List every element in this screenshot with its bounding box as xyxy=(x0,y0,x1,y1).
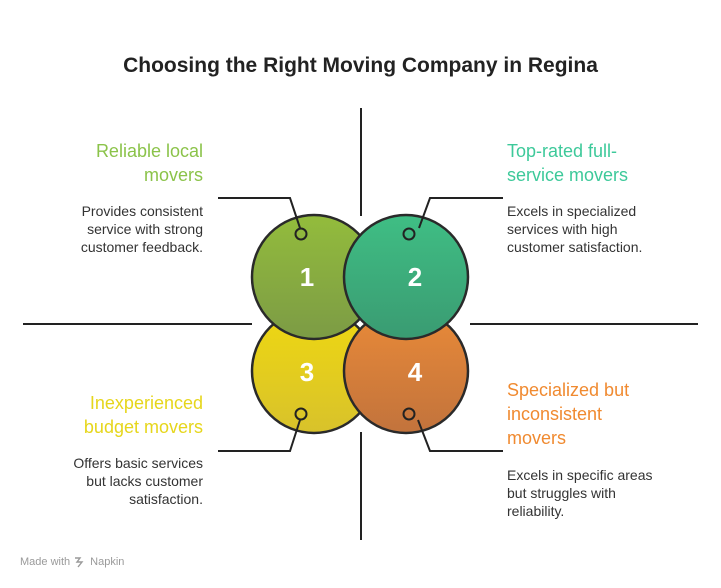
quadrant-1-desc-line: Provides consistent xyxy=(81,203,203,219)
quadrant-4-description: Excels in specific areas but struggles w… xyxy=(507,466,707,520)
napkin-brand-text: Napkin xyxy=(90,556,125,568)
quadrant-4-title: Specialized but inconsistent movers xyxy=(507,378,707,450)
quadrant-2-title: Top-rated full- service movers xyxy=(507,139,707,187)
napkin-logo-icon xyxy=(75,557,84,568)
quadrant-2-title-line: service movers xyxy=(507,165,629,185)
circle-3-number: 3 xyxy=(300,357,314,387)
quadrant-1-title: Reliable local movers xyxy=(3,139,203,187)
page-title: Choosing the Right Moving Company in Reg… xyxy=(123,54,598,77)
quadrant-4-title-line: movers xyxy=(507,428,567,448)
quadrant-1-title-line: movers xyxy=(143,165,203,185)
circle-4-number: 4 xyxy=(408,357,423,387)
quadrant-4-desc-line: but struggles with xyxy=(507,485,616,501)
connector-2-dot xyxy=(402,227,416,241)
quadrant-3-desc-line: Offers basic services xyxy=(73,455,203,471)
quadrant-1-description: Provides consistent service with strong … xyxy=(3,202,203,256)
quadrant-2-description: Excels in specialized services with high… xyxy=(507,202,707,256)
quadrant-3-description: Offers basic services but lacks customer… xyxy=(3,454,203,508)
connector-1 xyxy=(218,197,301,229)
quadrant-2-desc-line: Excels in specialized xyxy=(507,203,637,219)
quadrant-1-title-line: Reliable local xyxy=(95,141,203,161)
quadrant-3-desc-line: but lacks customer xyxy=(86,473,203,489)
connector-3 xyxy=(218,419,301,452)
made-with-text: Made with xyxy=(20,556,71,568)
quadrant-3-title: Inexperienced budget movers xyxy=(3,391,203,439)
quadrant-2-desc-line: customer satisfaction. xyxy=(507,239,643,255)
circle-1-number: 1 xyxy=(300,262,314,292)
quadrant-3-title-line: Inexperienced xyxy=(89,393,203,413)
quadrant-4-desc-line: Excels in specific areas xyxy=(507,467,653,483)
footer-watermark: Made with Napkin xyxy=(20,556,124,568)
connector-3-dot xyxy=(294,407,308,421)
quadrant-1-desc-line: service with strong xyxy=(87,221,203,237)
quadrant-1-desc-line: customer feedback. xyxy=(80,239,203,255)
quadrant-2-desc-line: services with high xyxy=(507,221,618,237)
quadrant-3-desc-line: satisfaction. xyxy=(129,491,203,507)
circle-2 xyxy=(342,213,470,341)
connector-1-dot xyxy=(294,227,308,241)
quadrant-2-title-line: Top-rated full- xyxy=(507,141,618,161)
circle-2-number: 2 xyxy=(408,262,422,292)
connector-4-dot xyxy=(402,407,416,421)
quadrant-3-title-line: budget movers xyxy=(83,417,203,437)
connector-4 xyxy=(417,419,503,452)
connector-2 xyxy=(418,197,503,229)
quadrant-4-title-line: Specialized but xyxy=(507,380,630,400)
quadrant-4-title-line: inconsistent xyxy=(507,404,603,424)
quadrant-4-desc-line: reliability. xyxy=(507,503,565,519)
